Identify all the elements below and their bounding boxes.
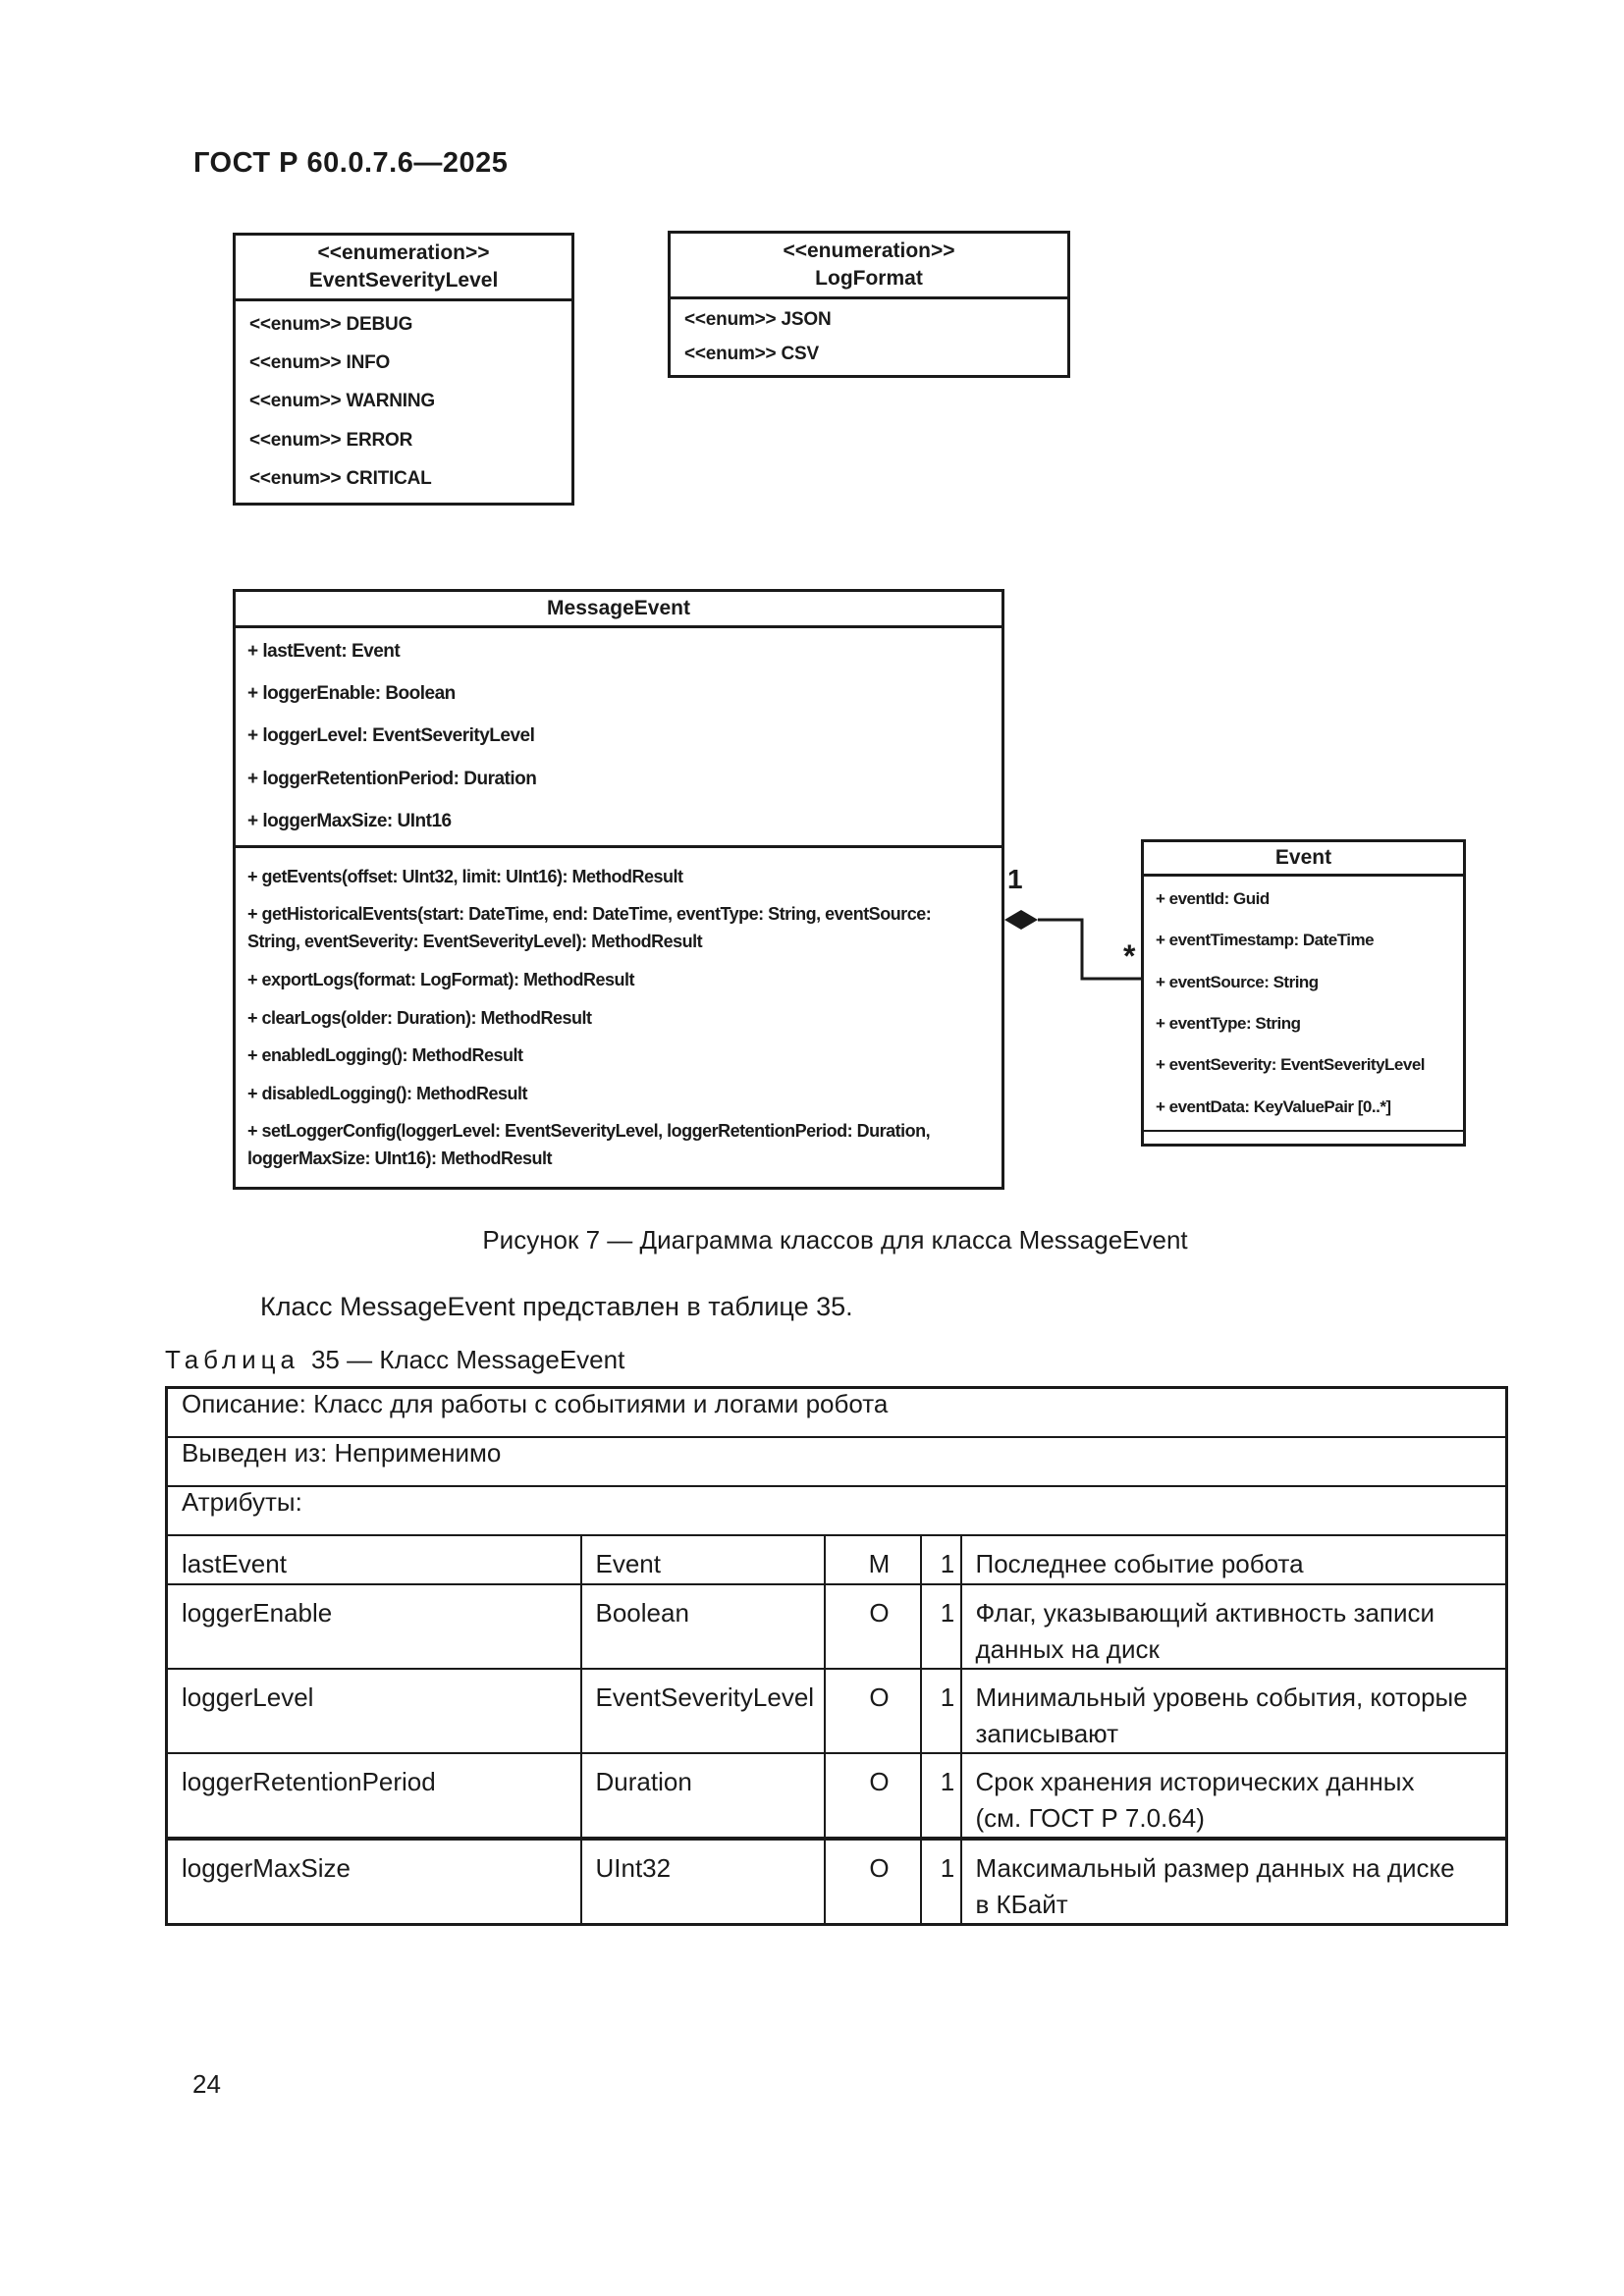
attr-req: O — [823, 1751, 922, 1840]
uml-attribute: + loggerLevel: EventSeverityLevel — [247, 725, 535, 747]
uml-class-title: Event — [1144, 842, 1463, 877]
uml-class-methods: + getEvents(offset: UInt32, limit: UInt1… — [236, 845, 1001, 1187]
attr-desc: Максимальный размер данных на диске в КБ… — [959, 1836, 1508, 1925]
table-row: loggerEnable Boolean O 1 Флаг, указывающ… — [165, 1582, 1508, 1670]
multiplicity-source: 1 — [1007, 864, 1023, 894]
attr-req: O — [823, 1667, 922, 1754]
attr-type: EventSeverityLevel — [579, 1667, 826, 1754]
uml-method: + getHistoricalEvents(start: DateTime, e… — [247, 904, 932, 952]
uml-enum-item: <<enum>> JSON — [684, 309, 832, 331]
uml-attribute: + eventData: KeyValuePair [0..*] — [1156, 1096, 1391, 1116]
attr-type: Duration — [579, 1751, 826, 1840]
uml-class-title: MessageEvent — [236, 592, 1001, 628]
attr-type: Event — [579, 1533, 826, 1585]
uml-attribute: + loggerRetentionPeriod: Duration — [247, 768, 537, 789]
attr-mult: 1 — [919, 1667, 962, 1754]
uml-enum-item: <<enum>> ERROR — [249, 429, 413, 451]
figure-caption: Рисунок 7 — Диаграмма классов для класса… — [482, 1225, 1188, 1255]
uml-method: + disabledLogging(): MethodResult — [247, 1083, 527, 1103]
uml-attribute: + eventSource: String — [1156, 972, 1319, 991]
uml-enum-title: <<enumeration>> EventSeverityLevel — [236, 236, 571, 301]
uml-enum-item: <<enum>> CSV — [684, 343, 820, 364]
uml-enum-name: LogFormat — [815, 267, 923, 290]
table-row: lastEvent Event M 1 Последнее событие ро… — [165, 1533, 1508, 1585]
attr-name: loggerMaxSize — [165, 1836, 582, 1925]
association-line — [1038, 918, 1143, 981]
uml-attribute: + eventTimestamp: DateTime — [1156, 931, 1375, 950]
uml-method: + exportLogs(format: LogFormat): MethodR… — [247, 969, 635, 989]
attr-name: lastEvent — [165, 1533, 582, 1585]
composition-diamond-icon — [1004, 910, 1038, 930]
attr-name: loggerLevel — [165, 1667, 582, 1754]
uml-method: + clearLogs(older: Duration): MethodResu… — [247, 1007, 592, 1028]
uml-stereotype: <<enumeration>> — [783, 240, 955, 262]
table-row: loggerRetentionPeriod Duration O 1 Срок … — [165, 1751, 1508, 1840]
attr-desc: Срок хранения исторических данных (см. Г… — [959, 1751, 1508, 1840]
attr-type: Boolean — [579, 1582, 826, 1670]
uml-attribute: + eventType: String — [1156, 1014, 1301, 1034]
attr-desc: Флаг, указывающий активность записи данн… — [959, 1582, 1508, 1670]
table-cell-derived: Выведен из: Неприменимо — [165, 1435, 1508, 1487]
uml-attribute: + loggerMaxSize: UInt16 — [247, 811, 452, 832]
multiplicity-target: * — [1123, 938, 1136, 974]
table-row-attributes-header: Атрибуты: — [165, 1484, 1508, 1536]
uml-attribute: + eventSeverity: EventSeverityLevel — [1156, 1055, 1426, 1075]
uml-enum-log-format: <<enumeration>> LogFormat <<enum>> JSON … — [668, 231, 1070, 378]
uml-class-attributes: + eventId: Guid + eventTimestamp: DateTi… — [1144, 877, 1463, 1130]
uml-enum-items: <<enum>> JSON <<enum>> CSV — [671, 299, 1067, 375]
class-table: Описание: Класс для работы с событиями и… — [165, 1386, 1509, 1926]
uml-enum-item: <<enum>> INFO — [249, 352, 391, 374]
table-cell-attributes-header: Атрибуты: — [165, 1484, 1508, 1536]
table-label-word: Таблица — [165, 1345, 299, 1374]
body-paragraph: Класс MessageEvent представлен в таблице… — [260, 1292, 853, 1321]
uml-enum-item: <<enum>> DEBUG — [249, 313, 413, 335]
attr-desc: Последнее событие робота — [959, 1533, 1508, 1585]
page-number: 24 — [192, 2069, 221, 2099]
table-row: loggerMaxSize UInt32 O 1 Максимальный ра… — [165, 1836, 1508, 1925]
attr-name: loggerEnable — [165, 1582, 582, 1670]
uml-class-attributes: + lastEvent: Event + loggerEnable: Boole… — [236, 628, 1001, 845]
attr-type: UInt32 — [579, 1836, 826, 1925]
attr-mult: 1 — [919, 1533, 962, 1585]
document-header: ГОСТ Р 60.0.7.6—2025 — [193, 147, 509, 179]
uml-enum-name: EventSeverityLevel — [308, 269, 499, 292]
uml-attribute: + lastEvent: Event — [247, 640, 401, 662]
uml-method: + enabledLogging(): MethodResult — [247, 1045, 523, 1066]
uml-enum-items: <<enum>> DEBUG <<enum>> INFO <<enum>> WA… — [236, 301, 571, 503]
uml-method: + getEvents(offset: UInt32, limit: UInt1… — [247, 866, 683, 886]
uml-stereotype: <<enumeration>> — [317, 241, 490, 264]
table-row-derived: Выведен из: Неприменимо — [165, 1435, 1508, 1487]
uml-enum-title: <<enumeration>> LogFormat — [671, 234, 1067, 299]
uml-attribute: + eventId: Guid — [1156, 889, 1270, 909]
uml-enum-item: <<enum>> CRITICAL — [249, 468, 432, 490]
uml-attribute: + loggerEnable: Boolean — [247, 683, 456, 705]
uml-enum-item: <<enum>> WARNING — [249, 391, 435, 412]
uml-class-event: Event + eventId: Guid + eventTimestamp: … — [1141, 839, 1466, 1147]
attr-req: M — [823, 1533, 922, 1585]
attr-name: loggerRetentionPeriod — [165, 1751, 582, 1840]
attr-req: O — [823, 1582, 922, 1670]
attr-mult: 1 — [919, 1751, 962, 1840]
table-label: Таблица 35 — Класс MessageEvent — [165, 1345, 624, 1375]
table-label-rest: 35 — Класс MessageEvent — [310, 1345, 625, 1374]
attr-mult: 1 — [919, 1582, 962, 1670]
table-row-description: Описание: Класс для работы с событиями и… — [165, 1386, 1508, 1438]
uml-class-message-event: MessageEvent + lastEvent: Event + logger… — [233, 589, 1004, 1190]
uml-association-connector — [1004, 910, 1143, 981]
table-row: loggerLevel EventSeverityLevel O 1 Миним… — [165, 1667, 1508, 1754]
attr-mult: 1 — [919, 1836, 962, 1925]
attr-req: O — [823, 1836, 922, 1925]
uml-method: + setLoggerConfig(loggerLevel: EventSeve… — [247, 1121, 931, 1169]
uml-empty-compartment — [1144, 1130, 1463, 1144]
table-cell-description: Описание: Класс для работы с событиями и… — [165, 1386, 1508, 1438]
attr-desc: Минимальный уровень события, которые зап… — [959, 1667, 1508, 1754]
uml-enum-event-severity-level: <<enumeration>> EventSeverityLevel <<enu… — [233, 233, 574, 506]
